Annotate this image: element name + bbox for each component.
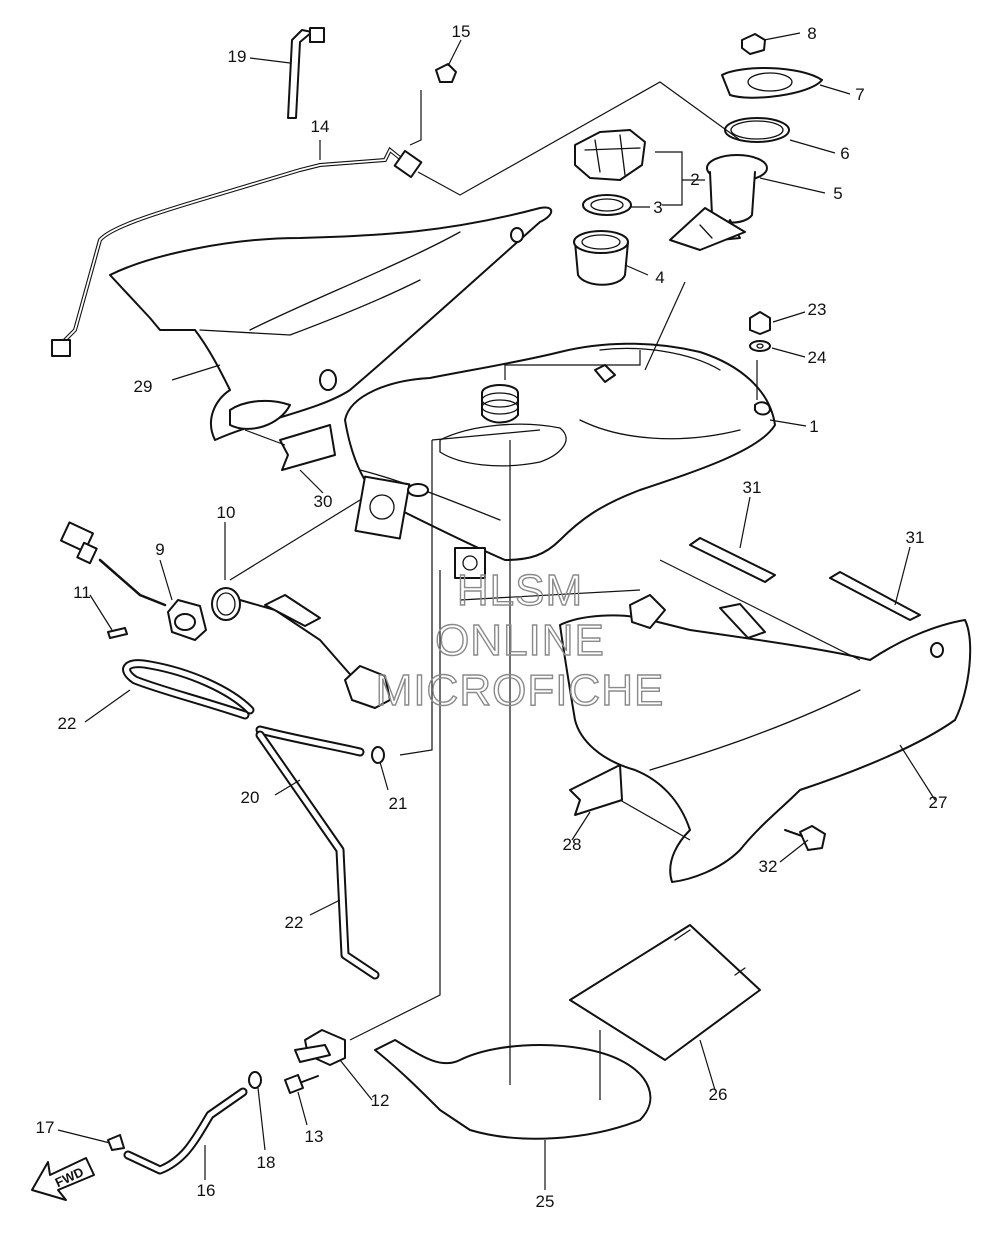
callout-12: 12 [371,1091,390,1110]
watermark: HLSM ONLINE MICROFICHE [375,565,665,715]
callout-11: 11 [73,583,91,602]
callout-2: 2 [690,170,699,189]
callout-24: 24 [808,348,827,367]
callout-23: 23 [808,300,827,319]
vent-hose-assembly [122,659,385,980]
callout-21: 21 [389,794,408,813]
watermark-line-2: ONLINE [435,616,605,665]
callout-20: 20 [241,788,260,807]
callout-19: 19 [228,47,247,66]
fuel-sender-assembly [59,521,391,709]
callout-30: 30 [314,492,333,511]
callout-27: 27 [929,793,948,812]
left-side-cover [109,206,553,471]
callout-6: 6 [840,144,849,163]
callout-26: 26 [709,1085,728,1104]
callout-5: 5 [833,184,842,203]
callout-31a: 31 [743,478,762,497]
callout-13: 13 [305,1127,324,1146]
fuel-pump-assembly [669,33,823,251]
callout-17: 17 [36,1118,55,1137]
callout-25: 25 [536,1192,555,1211]
callout-leaders [57,32,936,1190]
callout-31b: 31 [906,528,925,547]
watermark-line-3: MICROFICHE [376,666,665,715]
callout-18: 18 [257,1153,276,1172]
callout-22a: 22 [58,714,77,733]
fuel-tank [344,342,776,579]
callout-8: 8 [807,24,816,43]
callout-28: 28 [563,835,582,854]
callout-3: 3 [653,198,662,217]
forward-arrow-icon: FWD [31,1157,95,1201]
fuel-cock-assembly [107,1029,346,1175]
callout-7: 7 [855,85,864,104]
lower-cover [374,924,761,1140]
wire-harness [51,27,457,357]
callout-16: 16 [197,1181,216,1200]
callout-4: 4 [655,268,664,287]
filler-cap-assembly [573,129,646,286]
callout-1: 1 [809,417,818,436]
callout-numbers: 1 2 3 4 5 6 7 8 9 10 11 12 13 14 15 16 1… [36,22,948,1211]
callout-32: 32 [759,857,778,876]
callout-15: 15 [452,22,471,41]
callout-22b: 22 [285,913,304,932]
watermark-line-1: HLSM [457,566,583,615]
bolt-and-washer [749,311,771,352]
callout-29: 29 [134,377,153,396]
callout-14: 14 [311,117,330,136]
right-side-cover [559,537,972,883]
leader-lines [229,81,861,1100]
callout-9: 9 [155,540,164,559]
callout-10: 10 [217,503,236,522]
